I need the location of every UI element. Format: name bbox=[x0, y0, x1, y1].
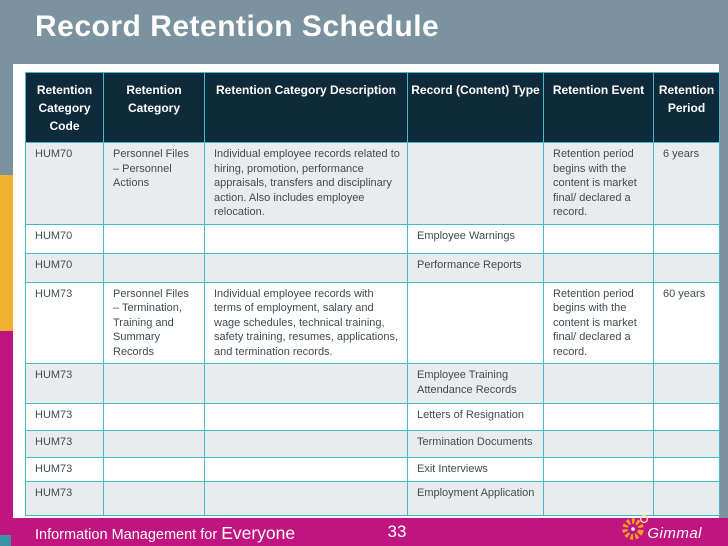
table-cell: Personnel Files – Termination, Training … bbox=[103, 281, 205, 365]
footer-tagline: Information Management for Everyone bbox=[35, 523, 295, 544]
table-cell bbox=[103, 457, 205, 483]
footer-bar: Information Management for Everyone 33 G… bbox=[0, 514, 728, 546]
table-cell bbox=[103, 223, 205, 254]
column-header: Record (Content) Type bbox=[407, 72, 544, 143]
table-cell bbox=[543, 363, 654, 405]
table-cell bbox=[543, 430, 654, 459]
table-cell: Exit Interviews bbox=[407, 457, 544, 483]
table-cell: Retention period begins with the content… bbox=[543, 142, 654, 225]
table-cell: HUM70 bbox=[25, 223, 104, 254]
table-cell bbox=[407, 142, 544, 225]
table-cell bbox=[653, 403, 720, 432]
table-cell bbox=[653, 457, 720, 483]
table-cell: Employment Application bbox=[407, 481, 544, 517]
gimmal-logo-text: Gimmal bbox=[647, 525, 702, 542]
table-row: HUM70 Performance Reports bbox=[25, 252, 720, 283]
column-header: Retention Category Description bbox=[204, 72, 408, 143]
footer-tagline-emphasis: Everyone bbox=[221, 523, 296, 543]
table-cell bbox=[543, 457, 654, 483]
table-row: HUM73 Letters of Resignation bbox=[25, 403, 720, 432]
table-cell bbox=[204, 223, 408, 254]
table-cell bbox=[653, 430, 720, 459]
left-stripe-magenta bbox=[0, 331, 13, 546]
table-cell: HUM73 bbox=[25, 481, 104, 517]
left-stripe-yellow bbox=[0, 175, 13, 331]
table-cell bbox=[204, 252, 408, 283]
table-cell bbox=[204, 457, 408, 483]
table-cell: 60 years bbox=[653, 281, 720, 365]
page-number: 33 bbox=[387, 522, 407, 541]
table-cell bbox=[543, 481, 654, 517]
table-cell: Letters of Resignation bbox=[407, 403, 544, 432]
table-cell: HUM73 bbox=[25, 281, 104, 365]
table-cell bbox=[653, 481, 720, 517]
table-cell: Retention period begins with the content… bbox=[543, 281, 654, 365]
table-cell: 6 years bbox=[653, 142, 720, 225]
table-cell: Personnel Files – Personnel Actions bbox=[103, 142, 205, 225]
table-cell bbox=[407, 281, 544, 365]
table-cell bbox=[543, 252, 654, 283]
column-header: Retention Period bbox=[653, 72, 720, 143]
table-cell bbox=[204, 430, 408, 459]
column-header: Retention Category bbox=[103, 72, 205, 143]
table-cell: HUM70 bbox=[25, 142, 104, 225]
table-cell: HUM73 bbox=[25, 403, 104, 432]
table-cell bbox=[103, 403, 205, 432]
table-row: HUM73 Exit Interviews bbox=[25, 457, 720, 483]
footer-tagline-normal: Information Management for bbox=[35, 527, 222, 543]
table-cell: Performance Reports bbox=[407, 252, 544, 283]
table-cell bbox=[204, 403, 408, 432]
table-cell: Employee Warnings bbox=[407, 223, 544, 254]
table-cell bbox=[103, 363, 205, 405]
table-cell: Employee Training Attendance Records bbox=[407, 363, 544, 405]
table-cell: HUM73 bbox=[25, 430, 104, 459]
table-cell bbox=[204, 363, 408, 405]
table-cell: Individual employee records related to h… bbox=[204, 142, 408, 225]
slide-title: Record Retention Schedule bbox=[35, 10, 440, 43]
table-cell bbox=[103, 430, 205, 459]
table-row: HUM73 Employee Training Attendance Record… bbox=[25, 363, 720, 405]
table-cell bbox=[103, 252, 205, 283]
table-cell bbox=[543, 403, 654, 432]
table-cell bbox=[653, 223, 720, 254]
table-row: HUM70 Employee Warnings bbox=[25, 223, 720, 254]
table-cell: Termination Documents bbox=[407, 430, 544, 459]
table-cell: Individual employee records with terms o… bbox=[204, 281, 408, 365]
table-row: HUM73 Employment Application bbox=[25, 481, 720, 517]
table-cell bbox=[653, 252, 720, 283]
left-stripe-teal-corner bbox=[0, 535, 11, 546]
table-cell bbox=[204, 481, 408, 517]
table-cell bbox=[653, 363, 720, 405]
column-header: Retention Event bbox=[543, 72, 654, 143]
table-cell: HUM73 bbox=[25, 363, 104, 405]
table-cell: HUM70 bbox=[25, 252, 104, 283]
gimmal-logo-icon bbox=[622, 514, 649, 540]
table-cell bbox=[543, 223, 654, 254]
table-cell bbox=[103, 481, 205, 517]
gimmal-logo: Gimmal bbox=[618, 512, 702, 546]
table-cell: HUM73 bbox=[25, 457, 104, 483]
table-row: HUM73 Termination Documents bbox=[25, 430, 720, 459]
column-header: Retention Category Code bbox=[25, 72, 104, 143]
